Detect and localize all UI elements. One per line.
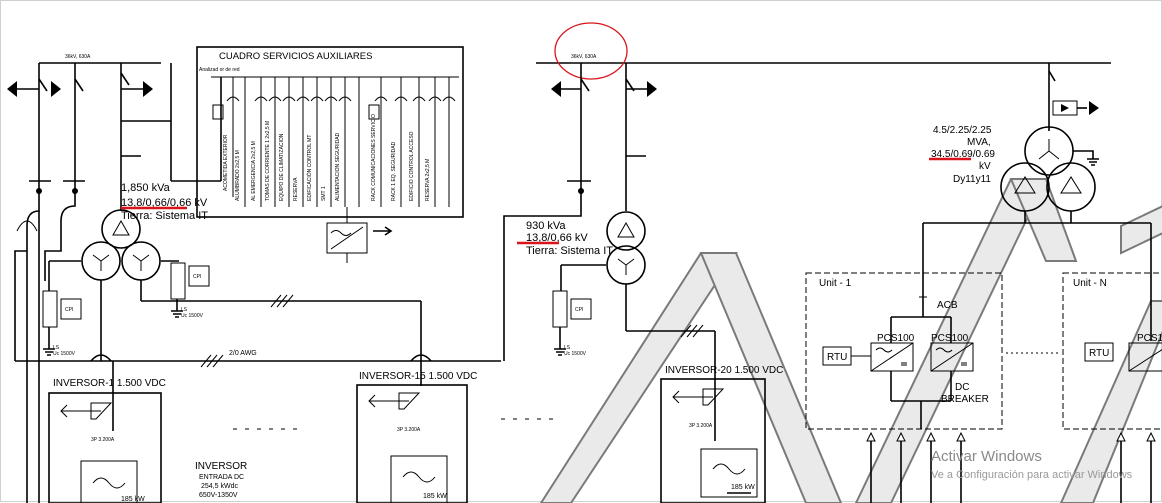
- inverter-1-power: 185 kW: [121, 496, 145, 503]
- aux-feeder-4: EQUIPO DE CLIMATIZACION: [279, 133, 285, 201]
- right-section: 4.5/2.25/2.25 MVA, 34.5/0.69/0.69 kV Dy1…: [805, 63, 1162, 503]
- pcs-icon-2: [930, 342, 974, 372]
- aux-feeder-5: RESERVA: [293, 177, 299, 201]
- pcs-label-2: PCS100: [931, 333, 969, 344]
- inverter-20-power: 185 kW: [731, 484, 755, 491]
- busbar-right-label: 36kV, 630A: [571, 54, 597, 60]
- tx2-ratio: 13,8/0,66 kV: [526, 232, 588, 244]
- aux-panel-supply: Analizad or de red: [199, 67, 240, 73]
- tx3-mva-unit: MVA,: [967, 137, 991, 148]
- breaker-label-20: 3P 3.200A: [689, 423, 713, 429]
- activate-windows-title: Activar Windows: [931, 448, 1042, 465]
- earth-arrow-icon: [551, 81, 657, 97]
- tx3-group: Dy11y11: [953, 174, 991, 185]
- aux-feeder-3: TOMAS DE CORRIENTE 1 2x2,5 M: [265, 121, 271, 201]
- rtu-label-1: RTU: [827, 352, 847, 363]
- pcs-label-1: PCS100: [877, 333, 915, 344]
- acb-label: ACB: [937, 300, 958, 311]
- aux-feeder-2: AL EMERGENCIA 2x2,5 M: [251, 141, 257, 201]
- tx2-earth: Tierra: Sistema IT: [526, 245, 613, 257]
- unit-n-label: Unit - N: [1073, 278, 1107, 289]
- aux-feeder-10: RACK 1 EQ. SEGURIDAD: [391, 141, 397, 201]
- pcs-icon-1: [870, 342, 914, 372]
- dc-label-1: DC: [955, 382, 969, 393]
- unit-1-box: [805, 272, 1003, 430]
- aux-feeder-9: RACK COMUNICACIONES SERVICIO: [371, 114, 377, 201]
- tx1-kva: 1,850 kVa: [121, 182, 171, 194]
- breaker-label-15: 3P 3.200A: [397, 427, 421, 433]
- inverter-1-label: INVERSOR-1 1.500 VDC: [53, 378, 166, 389]
- aux-feeder-1: ALUMBRADO 2x2,5 M: [235, 150, 241, 201]
- cpi-label-1: CPI: [65, 307, 73, 313]
- aux-feeder-0: ACOMETIDA EXTERIOR: [223, 134, 229, 191]
- aux-feeder-11: EDIFICIO CONTROL ACCESO: [409, 131, 415, 201]
- cpi-label-3: CPI: [575, 307, 583, 313]
- tx3-ratio: 34.5/0.69/0.69: [931, 149, 995, 160]
- cable-label: 2/0 AWG: [229, 350, 257, 357]
- cpi-label-2: CPI: [193, 274, 201, 280]
- diagonal-watermark: [539, 178, 1162, 503]
- inverter-info-3: 650V-1350V: [199, 492, 238, 499]
- inverter-15-label: INVERSOR-15 1.500 VDC: [359, 371, 477, 382]
- aux-panel-title: CUADRO SERVICIOS AUXILIARES: [219, 51, 372, 62]
- tx3-mva: 4.5/2.25/2.25: [933, 125, 992, 136]
- aux-feeder-7: SMT 1: [321, 186, 327, 201]
- unit-n-box: [1062, 272, 1162, 430]
- ls-rating-2: Uc 1500V: [181, 313, 204, 319]
- busbar-left-label: 36kV, 630A: [65, 54, 91, 60]
- breaker-label-1: 3P 3.200A: [91, 437, 115, 443]
- aux-feeder-6: EDIFICACIÓN CONTROL MT: [306, 135, 313, 201]
- aux-feeder-12: RESERVA 2x2,5 M: [425, 159, 431, 201]
- ls-rating-3: Uc 1500V: [564, 351, 587, 357]
- unit-1-label: Unit - 1: [819, 278, 852, 289]
- ls-rating-1: Uc 1500V: [53, 351, 76, 357]
- earth-arrow-icon: [7, 81, 153, 97]
- tx1-earth: Tierra: Sistema IT: [121, 210, 208, 222]
- middle-section: 36kV, 630A CPI LS Uc 1500V: [503, 22, 1111, 503]
- inverter-20-label: INVERSOR-20 1.500 VDC: [665, 365, 783, 376]
- inverter-info-1: ENTRADA DC: [199, 474, 244, 481]
- transformer-1-icon: [81, 209, 161, 281]
- aux-services-panel: CUADRO SERVICIOS AUXILIARES Analizad or …: [196, 46, 464, 263]
- dc-label-2: BREAKER: [941, 394, 989, 405]
- rtu-label-n: RTU: [1089, 348, 1109, 359]
- aux-feeder-8: ALIMENTACION SEGURIDAD: [335, 132, 341, 201]
- pcs-label-n: PCS100: [1137, 333, 1162, 344]
- tx1-ratio: 13,8/0,66/0,66 kV: [121, 197, 208, 209]
- red-annotation-circle: [554, 22, 628, 80]
- tx2-kva: 930 kVa: [526, 220, 566, 232]
- tx3-kv: kV: [979, 161, 991, 172]
- activate-windows-watermark: Activar Windows Ve a Configuración para …: [931, 448, 1133, 481]
- left-section: 36kV, 630A: [7, 54, 561, 503]
- ls-label-2: LS: [181, 307, 188, 313]
- ls-label-1: LS: [53, 345, 60, 351]
- inverter-info-2: 254,5 kWdc: [201, 483, 238, 490]
- ls-label-3: LS: [564, 345, 571, 351]
- inverter-15-power: 185 kW: [423, 493, 447, 500]
- inverter-info-title: INVERSOR: [195, 461, 247, 472]
- activate-windows-subtitle: Ve a Configuración para activar Windows: [931, 469, 1133, 481]
